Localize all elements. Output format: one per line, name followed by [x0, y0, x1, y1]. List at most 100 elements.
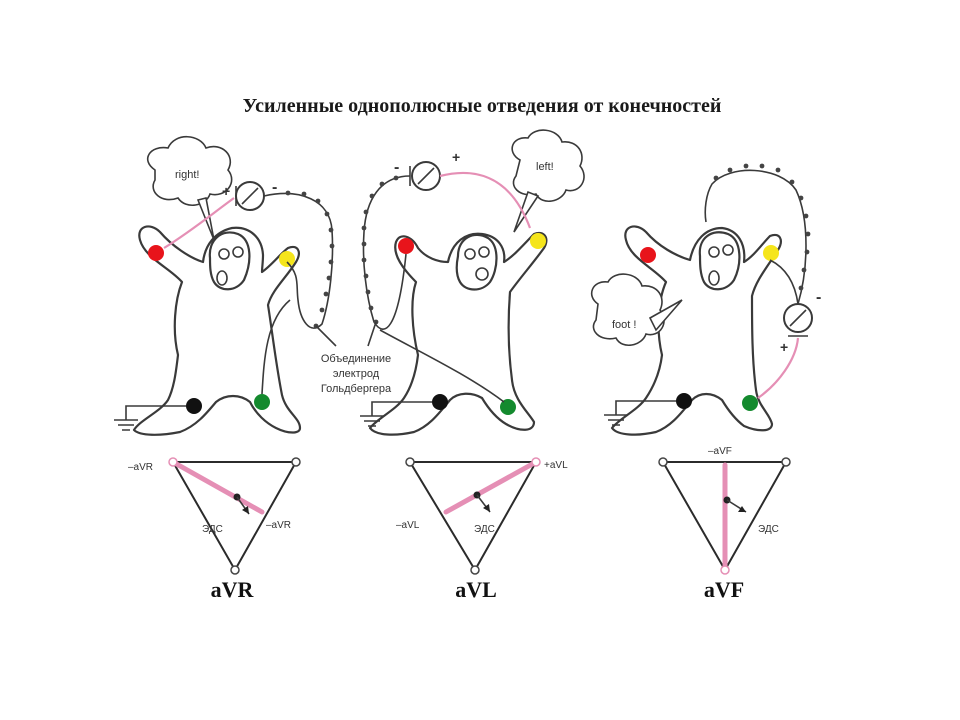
figure-avl-speech-text: left!	[536, 161, 554, 173]
figure-avr-face	[208, 231, 251, 291]
einthoven-triangle	[171, 461, 298, 573]
note-pointer	[367, 321, 377, 347]
figure-avl-mouth-icon	[475, 267, 489, 281]
figure-avr-eye-icon	[232, 246, 244, 258]
electrode-black	[676, 393, 692, 409]
figure-avf-mouth-icon	[708, 270, 720, 286]
electrode-yellow	[279, 251, 295, 267]
tri-label-positive: +aVL	[544, 460, 568, 471]
figure-avf-eye-icon	[708, 246, 720, 258]
triangle-vertex	[405, 457, 415, 467]
figure-avf-plus-sign: +	[780, 339, 788, 355]
figure-avl-positive-lead	[439, 171, 532, 229]
triangle-vertex	[720, 565, 730, 575]
lead-axis-bar	[443, 459, 539, 515]
tri-label-positive: –aVF	[708, 446, 732, 457]
figure-avr: right! + -	[114, 135, 335, 436]
tri-label-negative: –aVR	[266, 520, 291, 531]
figure-avl: left! - +	[360, 129, 585, 436]
figure-avl-eye-icon	[478, 246, 490, 258]
figure-avf-positive-lead	[757, 337, 800, 399]
figure-avr-speech-bubble	[146, 135, 233, 206]
figure-avf-face	[698, 231, 741, 291]
goldberger-wire-avl	[362, 175, 411, 330]
triangle-avr: –aVR –aVR ЭДС aVR	[128, 457, 301, 602]
arrowhead-icon	[483, 504, 490, 512]
goldberger-note: Объединение электрод Гольдбергера	[315, 321, 392, 395]
triangle-vertex	[658, 457, 668, 467]
lead-axis-bar	[170, 459, 265, 515]
figure-avr-speech-text: right!	[175, 169, 199, 181]
triangle-avl: +aVL –aVL ЭДС aVL	[396, 457, 568, 602]
figure-avf-yellow-lead	[769, 259, 799, 305]
electrode-red	[398, 238, 414, 254]
figure-avr-body	[132, 225, 302, 436]
electrode-green	[254, 394, 270, 410]
note-line-2: электрод	[333, 368, 380, 380]
goldberger-wire-avr-bumps	[285, 190, 335, 329]
einthoven-triangle	[661, 461, 788, 573]
tri-label-eds: ЭДС	[758, 524, 779, 535]
figure-avl-galvanometer-needle	[417, 167, 435, 185]
triangle-vertex	[291, 457, 301, 467]
electrode-green	[742, 395, 758, 411]
figure-avr-eye-icon	[218, 248, 230, 260]
note-line-3: Гольдбергера	[321, 383, 392, 395]
arrowhead-icon	[738, 506, 746, 512]
figure-avr-minus-sign: -	[272, 179, 277, 196]
figure-avf: foot ! - +	[590, 163, 821, 436]
figure-avl-green-lead	[379, 329, 505, 403]
figure-avr-green-lead	[261, 299, 291, 395]
figure-avf-speech-bubble	[590, 273, 665, 346]
goldberger-wire-avf-bumps	[713, 163, 811, 291]
figure-avr-mouth-icon	[216, 270, 228, 286]
electrode-black	[432, 394, 448, 410]
triangle-vertex	[168, 457, 178, 467]
figure-avl-speech-tail	[513, 190, 540, 233]
goldberger-wire-avl-bumps	[361, 175, 399, 325]
triangle-avf: –aVF ЭДС aVF	[658, 446, 791, 602]
tri-label-eds: ЭДС	[202, 524, 223, 535]
figure-avf-body	[610, 225, 782, 436]
ground-icon	[360, 415, 384, 427]
figure-avr-plus-sign: +	[222, 183, 230, 199]
figure-avf-galvanometer-needle	[789, 309, 807, 327]
lead-caption-avl: aVL	[455, 577, 497, 602]
electrode-red	[640, 247, 656, 263]
figure-avf-minus-sign: -	[816, 289, 821, 306]
figure-avr-galvanometer-needle	[241, 187, 259, 205]
triangle-vertex	[531, 457, 541, 467]
ground-icon	[604, 414, 628, 426]
ground-wire	[615, 400, 676, 415]
ground-icon	[114, 419, 138, 431]
electrode-yellow	[530, 233, 546, 249]
note-pointer	[315, 325, 337, 347]
einthoven-triangle	[408, 461, 538, 572]
figure-avf-eye-icon	[722, 244, 734, 256]
ground-wire	[371, 401, 432, 416]
electrode-red	[148, 245, 164, 261]
triangle-vertex	[470, 565, 480, 575]
figure-avl-body	[368, 231, 548, 436]
triangle-vertex	[230, 565, 240, 575]
figure-avl-speech-bubble	[511, 129, 585, 202]
figure-avl-minus-sign: -	[394, 159, 399, 176]
triangle-vertex	[781, 457, 791, 467]
electrode-yellow	[763, 245, 779, 261]
figure-avl-face	[455, 233, 498, 291]
ground-wire	[125, 405, 186, 420]
figure-avf-speech-text: foot !	[612, 319, 636, 331]
electrode-black	[186, 398, 202, 414]
figure-avl-plus-sign: +	[452, 149, 460, 165]
lead-caption-avf: aVF	[704, 577, 744, 602]
tri-label-negative: –aVL	[396, 520, 420, 531]
note-line-1: Объединение	[321, 353, 391, 365]
tri-label-eds: ЭДС	[474, 524, 495, 535]
figure-avl-eye-icon	[464, 248, 476, 260]
electrode-green	[500, 399, 516, 415]
arrowhead-icon	[242, 506, 249, 514]
figure-avr-positive-lead	[163, 197, 235, 249]
lead-caption-avr: aVR	[211, 577, 255, 602]
diagram-title: Усиленные однополюсные отведения от коне…	[243, 95, 722, 117]
